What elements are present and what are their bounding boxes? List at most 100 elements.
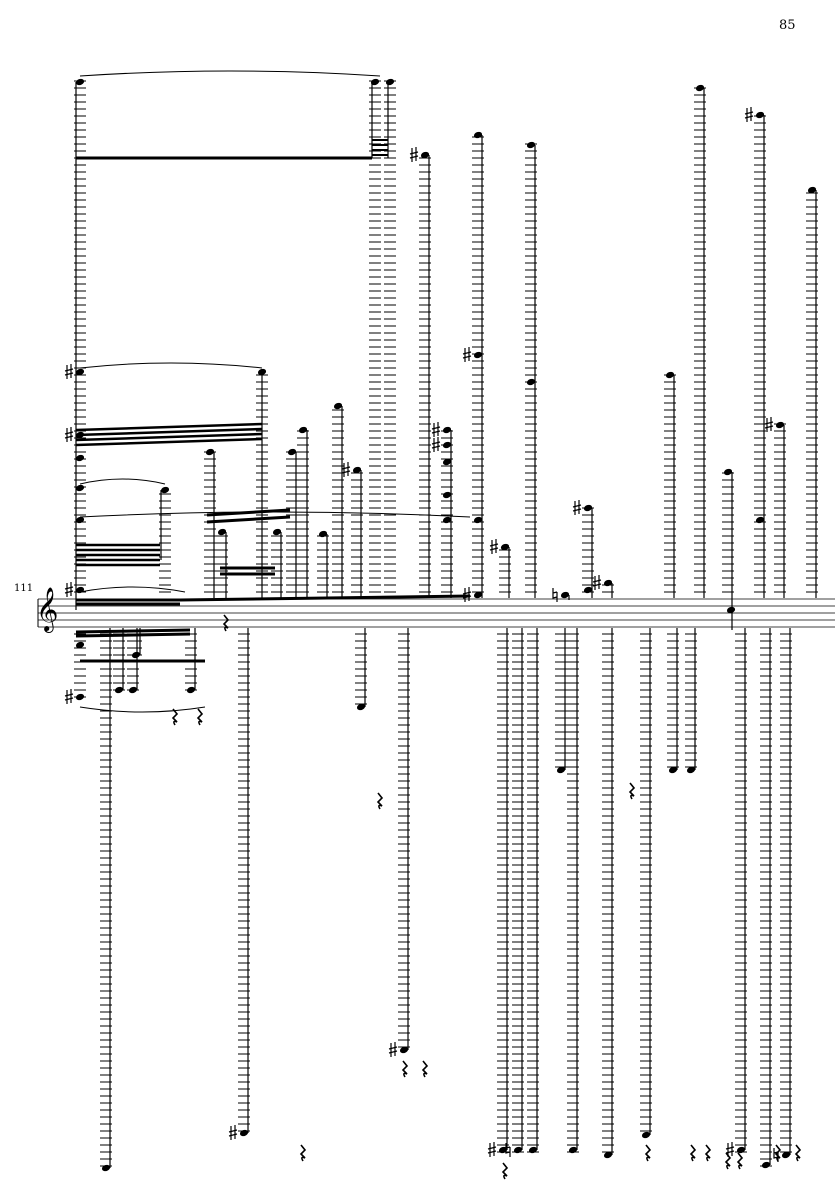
note-head xyxy=(473,516,483,524)
note-head xyxy=(385,78,395,86)
note-head xyxy=(352,466,362,474)
note-head xyxy=(498,1146,508,1154)
quarter-rest-icon xyxy=(222,614,230,632)
note-head xyxy=(560,591,570,599)
note-head xyxy=(205,448,215,456)
note-head xyxy=(736,1146,746,1154)
note-head xyxy=(528,1146,538,1154)
slur xyxy=(79,706,206,713)
note-head xyxy=(603,1151,613,1159)
note-head xyxy=(420,151,430,159)
note-head xyxy=(641,1131,651,1139)
note-head xyxy=(723,468,733,476)
quarter-rest-icon xyxy=(421,1060,429,1078)
beam xyxy=(179,594,471,602)
note-head xyxy=(583,586,593,594)
treble-clef-icon: 𝄞 xyxy=(36,587,58,633)
note-head xyxy=(370,78,380,86)
note-head xyxy=(333,402,343,410)
sharp-icon xyxy=(431,422,441,437)
note-head xyxy=(356,703,366,711)
sharp-icon xyxy=(388,1042,398,1057)
note-head xyxy=(160,486,170,494)
sharp-icon xyxy=(431,437,441,452)
note-head xyxy=(442,458,452,466)
note-head xyxy=(114,686,124,694)
sharp-icon xyxy=(64,364,74,379)
note-head xyxy=(217,528,227,536)
sharp-icon xyxy=(764,417,774,432)
quarter-rest-icon xyxy=(196,708,204,726)
note-head xyxy=(668,766,678,774)
beam xyxy=(75,427,263,437)
note-head xyxy=(101,1164,111,1172)
note-head xyxy=(239,1129,249,1137)
quarter-rest-icon xyxy=(376,792,384,810)
sharp-icon xyxy=(64,427,74,442)
note-head xyxy=(473,351,483,359)
sharp-icon xyxy=(462,347,472,362)
beam xyxy=(206,515,291,524)
note-head xyxy=(603,579,613,587)
note-head xyxy=(75,484,85,492)
quarter-rest-icon xyxy=(171,708,179,726)
sharp-icon xyxy=(592,575,602,590)
note-head xyxy=(75,516,85,524)
quarter-rest-icon xyxy=(736,1152,744,1170)
slur xyxy=(79,70,381,77)
sharp-icon xyxy=(462,587,472,602)
slur xyxy=(79,511,471,518)
note-head xyxy=(298,426,308,434)
note-head xyxy=(399,1046,409,1054)
quarter-rest-icon xyxy=(628,782,636,800)
note-head xyxy=(755,516,765,524)
beam xyxy=(206,508,291,517)
sharp-icon xyxy=(64,582,74,597)
page-number: 85 xyxy=(779,18,796,33)
quarter-rest-icon xyxy=(704,1144,712,1162)
note-head xyxy=(526,141,536,149)
note-head xyxy=(75,78,85,86)
note-head xyxy=(131,651,141,659)
beam xyxy=(75,422,263,432)
note-head xyxy=(442,426,452,434)
note-head xyxy=(318,530,328,538)
sharp-icon xyxy=(64,689,74,704)
slur xyxy=(79,586,186,593)
note-head xyxy=(75,693,85,701)
note-head xyxy=(755,111,765,119)
note-head xyxy=(775,421,785,429)
note-head xyxy=(128,686,138,694)
beam xyxy=(75,432,263,442)
notes-layer xyxy=(64,70,818,1180)
sharp-icon xyxy=(409,147,419,162)
note-head xyxy=(442,516,452,524)
note-head xyxy=(513,1146,523,1154)
beam xyxy=(75,628,191,634)
note-head xyxy=(686,766,696,774)
note-head xyxy=(665,371,675,379)
note-head xyxy=(726,606,736,614)
note-head xyxy=(473,131,483,139)
note-head xyxy=(442,491,452,499)
note-head xyxy=(568,1146,578,1154)
slur xyxy=(79,362,263,369)
note-head xyxy=(695,84,705,92)
quarter-rest-icon xyxy=(644,1144,652,1162)
note-head xyxy=(526,378,536,386)
note-head xyxy=(442,441,452,449)
sharp-icon xyxy=(228,1125,238,1140)
quarter-rest-icon xyxy=(501,1162,509,1180)
note-head xyxy=(807,186,817,194)
quarter-rest-icon xyxy=(774,1144,782,1162)
sharp-icon xyxy=(572,500,582,515)
natural-icon xyxy=(505,1143,511,1157)
note-head xyxy=(75,454,85,462)
note-head xyxy=(473,591,483,599)
note-head xyxy=(583,504,593,512)
sharp-icon xyxy=(744,107,754,122)
quarter-rest-icon xyxy=(689,1144,697,1162)
measure-number: 111 xyxy=(14,583,34,594)
note-head xyxy=(761,1161,771,1169)
